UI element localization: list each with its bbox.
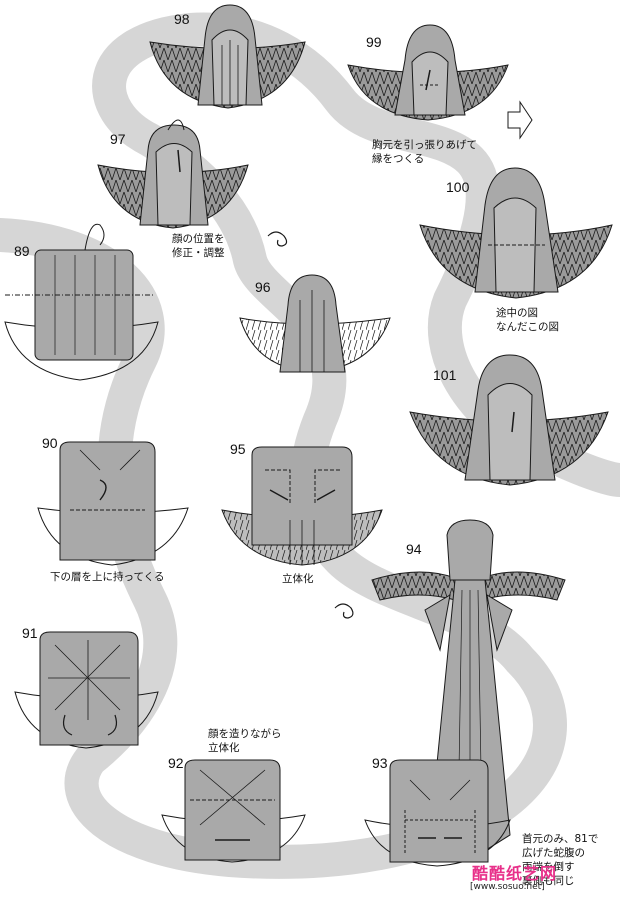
step-number-99: 99 bbox=[366, 34, 382, 50]
caption-99-line1: 胸元を引っ張りあげて bbox=[372, 139, 477, 151]
caption-93-line3: 両端を倒す bbox=[522, 861, 575, 873]
caption-93-line4: 裏側も同じ bbox=[522, 875, 575, 887]
step-99-figure bbox=[347, 24, 509, 121]
flow-arrow-icon bbox=[507, 100, 533, 140]
step-91-figure bbox=[14, 631, 159, 749]
caption-95: 立体化 bbox=[282, 573, 314, 585]
rotate-icon bbox=[267, 231, 288, 247]
step-number-90: 90 bbox=[42, 435, 58, 451]
caption-92-line1: 顔を造りながら bbox=[208, 728, 282, 740]
caption-97-line1: 顔の位置を bbox=[172, 233, 225, 245]
step-number-89: 89 bbox=[14, 243, 30, 259]
step-number-92: 92 bbox=[168, 755, 184, 771]
step-101-figure bbox=[409, 354, 609, 486]
caption-100-line2: なんだこの図 bbox=[496, 321, 559, 333]
step-number-98: 98 bbox=[174, 11, 190, 27]
step-100-figure bbox=[419, 167, 613, 299]
step-89-figure bbox=[4, 223, 159, 381]
caption-90: 下の層を上に持ってくる bbox=[50, 571, 165, 583]
step-92-figure bbox=[161, 759, 306, 863]
step-number-93: 93 bbox=[372, 755, 388, 771]
caption-93-line1: 首元のみ、81で bbox=[522, 833, 599, 845]
step-number-95: 95 bbox=[230, 441, 246, 457]
caption-97-line2: 修正・調整 bbox=[172, 247, 225, 259]
step-96-figure bbox=[239, 274, 391, 373]
caption-100-line1: 途中の図 bbox=[496, 307, 538, 319]
caption-93-line2: 広げた蛇腹の bbox=[522, 847, 585, 859]
step-95-figure bbox=[221, 446, 383, 566]
step-number-96: 96 bbox=[255, 279, 271, 295]
watermark-logo: 酷酷纸艺网 bbox=[472, 864, 558, 883]
rotate-icon-2 bbox=[334, 603, 354, 619]
caption-99-line2: 縁をつくる bbox=[372, 153, 425, 165]
step-number-101: 101 bbox=[433, 367, 457, 383]
step-number-94: 94 bbox=[406, 541, 422, 557]
step-number-91: 91 bbox=[22, 625, 38, 641]
watermark-url: [www.sosuo.net] bbox=[470, 882, 545, 892]
step-93-figure bbox=[364, 759, 511, 867]
caption-92-line2: 立体化 bbox=[208, 742, 240, 754]
step-90-figure bbox=[37, 441, 189, 566]
step-number-97: 97 bbox=[110, 131, 126, 147]
step-number-100: 100 bbox=[446, 179, 470, 195]
step-97-figure bbox=[97, 119, 249, 229]
step-98-figure bbox=[149, 4, 306, 109]
